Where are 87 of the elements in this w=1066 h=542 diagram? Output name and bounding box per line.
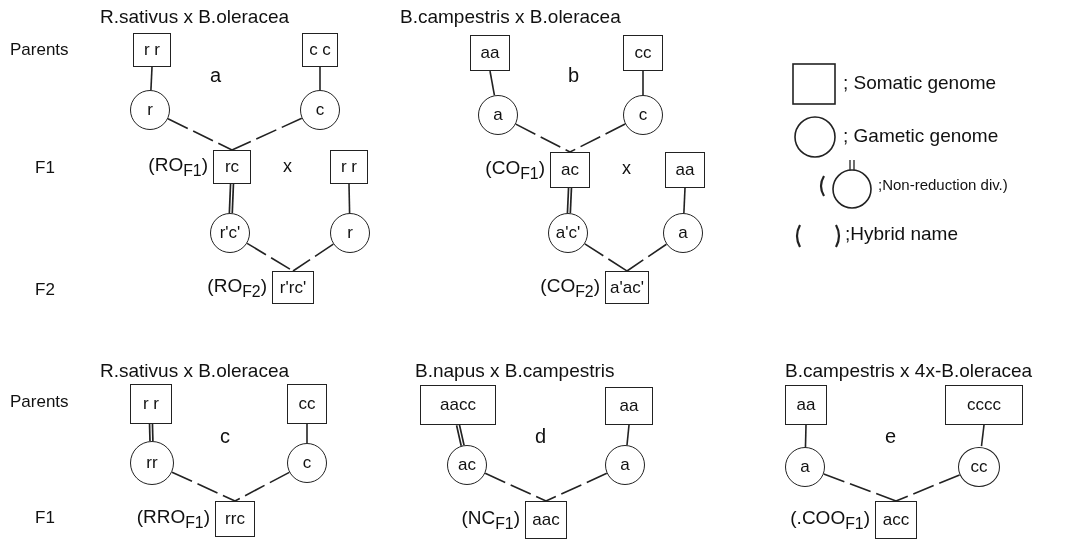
- connector-line: [150, 66, 153, 91]
- somatic-genome-box: rc: [213, 150, 251, 184]
- gametic-genome-circle: r'c': [210, 213, 250, 253]
- connector-line: [292, 243, 335, 272]
- hybrid-name: (RO$_{F1}$): [148, 154, 208, 180]
- somatic-genome-box: rrc: [215, 501, 255, 537]
- cross-heading: R.sativus x B.oleracea: [100, 6, 290, 28]
- somatic-genome-box: a'ac': [605, 271, 649, 304]
- somatic-genome-box: r r: [133, 33, 171, 67]
- double-line: [455, 424, 465, 446]
- hybrid-name: (CO$_{F2}$): [540, 274, 600, 301]
- somatic-genome-box: aa: [665, 152, 705, 188]
- panel-letter: e: [885, 425, 897, 448]
- connector-line: [642, 70, 644, 96]
- connector-line: [515, 123, 571, 153]
- connector-line: [584, 243, 628, 272]
- connector-line: [167, 117, 233, 151]
- gametic-genome-circle: c: [623, 95, 663, 135]
- generation-label: F2: [35, 280, 55, 300]
- panel-letter: c: [220, 425, 230, 448]
- connector-line: [348, 183, 351, 214]
- cross-heading: B.napus x B.campestris: [415, 360, 615, 382]
- somatic-genome-box: r r: [330, 150, 368, 184]
- legend-text: ;Non-reduction div.): [878, 176, 1008, 194]
- generation-label: F1: [35, 508, 55, 528]
- somatic-genome-box: ac: [550, 152, 590, 188]
- generation-label: F1: [35, 158, 55, 178]
- connector-line: [319, 66, 321, 91]
- cross-heading: B.campestris x 4x-B.oleracea: [785, 360, 1033, 382]
- gametic-genome-circle: ac: [447, 445, 487, 485]
- somatic-genome-box: c c: [302, 33, 338, 67]
- connector-line: [545, 472, 608, 502]
- gametic-genome-circle: a: [478, 95, 518, 135]
- gametic-genome-circle: cc: [958, 447, 1000, 487]
- connector-line: [306, 423, 308, 444]
- hybrid-name: (.COO$_{F1}$): [790, 507, 870, 533]
- connector-line: [804, 424, 807, 448]
- gametic-genome-circle: a: [785, 447, 825, 487]
- hybrid-name: (RRO$_{F1}$): [136, 506, 210, 532]
- somatic-genome-box: cc: [287, 384, 327, 424]
- somatic-genome-box: aac: [525, 501, 567, 539]
- gametic-genome-circle: a: [605, 445, 645, 485]
- hybrid-name: (RO$_{F2}$): [207, 274, 267, 301]
- somatic-genome-box: cccc: [945, 385, 1023, 425]
- somatic-genome-box: acc: [875, 501, 917, 539]
- double-line: [228, 183, 235, 214]
- legend-text: ;Hybrid name: [845, 222, 958, 245]
- gametic-genome-circle: rr: [130, 441, 174, 485]
- cross-heading: R.sativus x B.oleracea: [100, 360, 290, 382]
- connector-line: [626, 243, 668, 272]
- connector-line: [626, 424, 630, 446]
- connector-line: [569, 123, 626, 153]
- panel-letter: b: [568, 64, 580, 87]
- somatic-genome-box: r r: [130, 384, 172, 424]
- connector-line: [234, 471, 291, 502]
- somatic-genome-box: aa: [605, 387, 653, 425]
- cross-sign: x: [622, 158, 631, 179]
- connector-line: [895, 474, 961, 502]
- connector-line: [683, 187, 686, 214]
- connector-line: [231, 117, 303, 151]
- cross-sign: x: [283, 156, 292, 177]
- gametic-genome-circle: r: [330, 213, 370, 253]
- connector-line: [489, 70, 496, 97]
- generation-label: Parents: [10, 392, 69, 412]
- cross-heading: B.campestris x B.oleracea: [400, 6, 621, 28]
- gametic-genome-circle: c: [287, 443, 327, 483]
- somatic-genome-box: cc: [623, 35, 663, 71]
- panel-letter: d: [535, 425, 547, 448]
- panel-letter: a: [210, 64, 222, 87]
- double-line: [566, 187, 573, 214]
- connector-line: [822, 473, 897, 502]
- somatic-genome-box: aa: [785, 385, 827, 425]
- connector-line: [484, 472, 547, 502]
- somatic-genome-box: r'rc': [272, 271, 314, 304]
- legend-text: ; Gametic genome: [843, 124, 999, 147]
- gametic-genome-circle: a'c': [548, 213, 588, 253]
- gametic-genome-circle: a: [663, 213, 703, 253]
- somatic-genome-box: aacc: [420, 385, 496, 425]
- connector-line: [980, 424, 985, 447]
- generation-label: Parents: [10, 40, 69, 60]
- hybrid-name: (CO$_{F1}$): [485, 157, 545, 183]
- somatic-genome-box: aa: [470, 35, 510, 71]
- gametic-genome-circle: c: [300, 90, 340, 130]
- gametic-genome-circle: r: [130, 90, 170, 130]
- hybrid-name: (NC$_{F1}$): [461, 507, 520, 533]
- connector-line: [171, 471, 236, 502]
- legend-text: ; Somatic genome: [843, 71, 997, 94]
